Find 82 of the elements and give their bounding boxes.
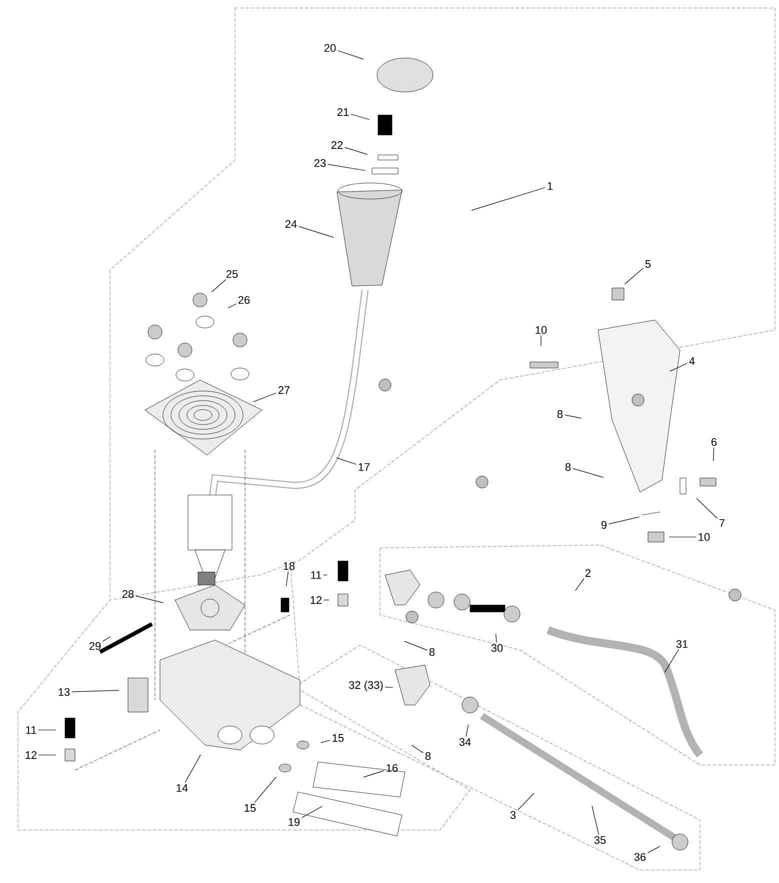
leader-line: [298, 226, 334, 238]
leader-line: [648, 846, 660, 854]
leader-line: [696, 498, 718, 519]
leader-line: [540, 335, 542, 346]
callout-number: 36: [634, 853, 646, 861]
callout-number: 22: [331, 141, 343, 149]
leader-line: [254, 776, 276, 803]
callout-number: 4: [689, 357, 695, 365]
leader-line: [466, 724, 469, 737]
leader-line: [211, 279, 226, 292]
leader-line: [350, 114, 370, 120]
callout-number: 17: [358, 463, 370, 471]
leader-line: [336, 458, 356, 465]
callout-number: 11: [26, 726, 36, 734]
callout-number: 10: [536, 326, 547, 334]
callout-number: 15: [332, 734, 344, 742]
leader-line: [411, 744, 424, 754]
leader-line: [338, 50, 364, 60]
leader-line: [72, 690, 120, 692]
callout-number: 8: [429, 648, 435, 656]
leader-line: [328, 164, 366, 171]
callout-number: 21: [337, 108, 349, 116]
leader-line: [517, 793, 534, 810]
leader-line: [363, 770, 384, 778]
leader-line: [38, 754, 56, 756]
leader-line: [592, 806, 599, 835]
leader-line: [564, 414, 582, 418]
leader-line: [320, 740, 330, 743]
leader-line: [344, 147, 368, 155]
callout-number: 7: [720, 519, 725, 527]
leader-line: [670, 362, 688, 372]
callout-number: 29: [89, 642, 101, 650]
callout-number: 8: [425, 752, 431, 760]
leader-line: [496, 634, 497, 643]
callout-number: 19: [288, 818, 300, 826]
leader-line: [384, 686, 394, 688]
callout-number: 16: [386, 764, 398, 772]
callout-number: 8: [565, 463, 571, 471]
callout-number: 31: [676, 640, 688, 648]
callout-number: 25: [226, 270, 238, 278]
leader-line: [575, 578, 584, 591]
leader-line: [228, 304, 236, 308]
leader-line: [471, 187, 546, 211]
leader-line: [668, 536, 696, 538]
leader-line: [404, 641, 428, 650]
callout-number: 1: [548, 182, 553, 190]
callout-number: 20: [324, 44, 336, 52]
callout-number: 9: [601, 521, 607, 529]
callout-number: 35: [594, 836, 606, 844]
callout-number: 11: [311, 571, 322, 579]
leader-line: [713, 447, 714, 462]
callout-number: 24: [285, 220, 297, 228]
callout-number: 10: [698, 533, 710, 541]
leader-line: [572, 468, 604, 478]
leader-line: [608, 516, 640, 524]
callout-number: 34: [459, 738, 471, 746]
callout-number: 6: [712, 438, 717, 446]
leader-line: [323, 574, 328, 576]
leader-line: [664, 649, 679, 673]
callout-number: 3: [510, 811, 516, 819]
callout-number: 27: [278, 386, 290, 394]
callout-number: 28: [122, 590, 134, 598]
callout-number: 12: [26, 751, 37, 759]
callout-number: 12: [310, 596, 322, 604]
callout-number: 18: [284, 562, 295, 570]
leader-line: [136, 596, 164, 604]
callout-number: 5: [645, 260, 651, 268]
callout-number: 13: [58, 688, 70, 696]
leader-line: [102, 636, 111, 642]
callout-number: 15: [244, 804, 256, 812]
leader-line: [253, 392, 276, 402]
leader-line: [624, 268, 644, 284]
callout-number: 2: [586, 569, 591, 577]
callout-number: 8: [557, 410, 563, 418]
leader-line: [286, 571, 289, 586]
callout-number: 32 (33): [349, 680, 383, 692]
callout-number: 23: [314, 159, 326, 167]
callout-number: 30: [491, 644, 503, 652]
leader-line: [302, 806, 322, 818]
callout-number: 26: [238, 296, 250, 304]
callout-number: 14: [176, 784, 188, 792]
leader-line: [184, 754, 201, 783]
